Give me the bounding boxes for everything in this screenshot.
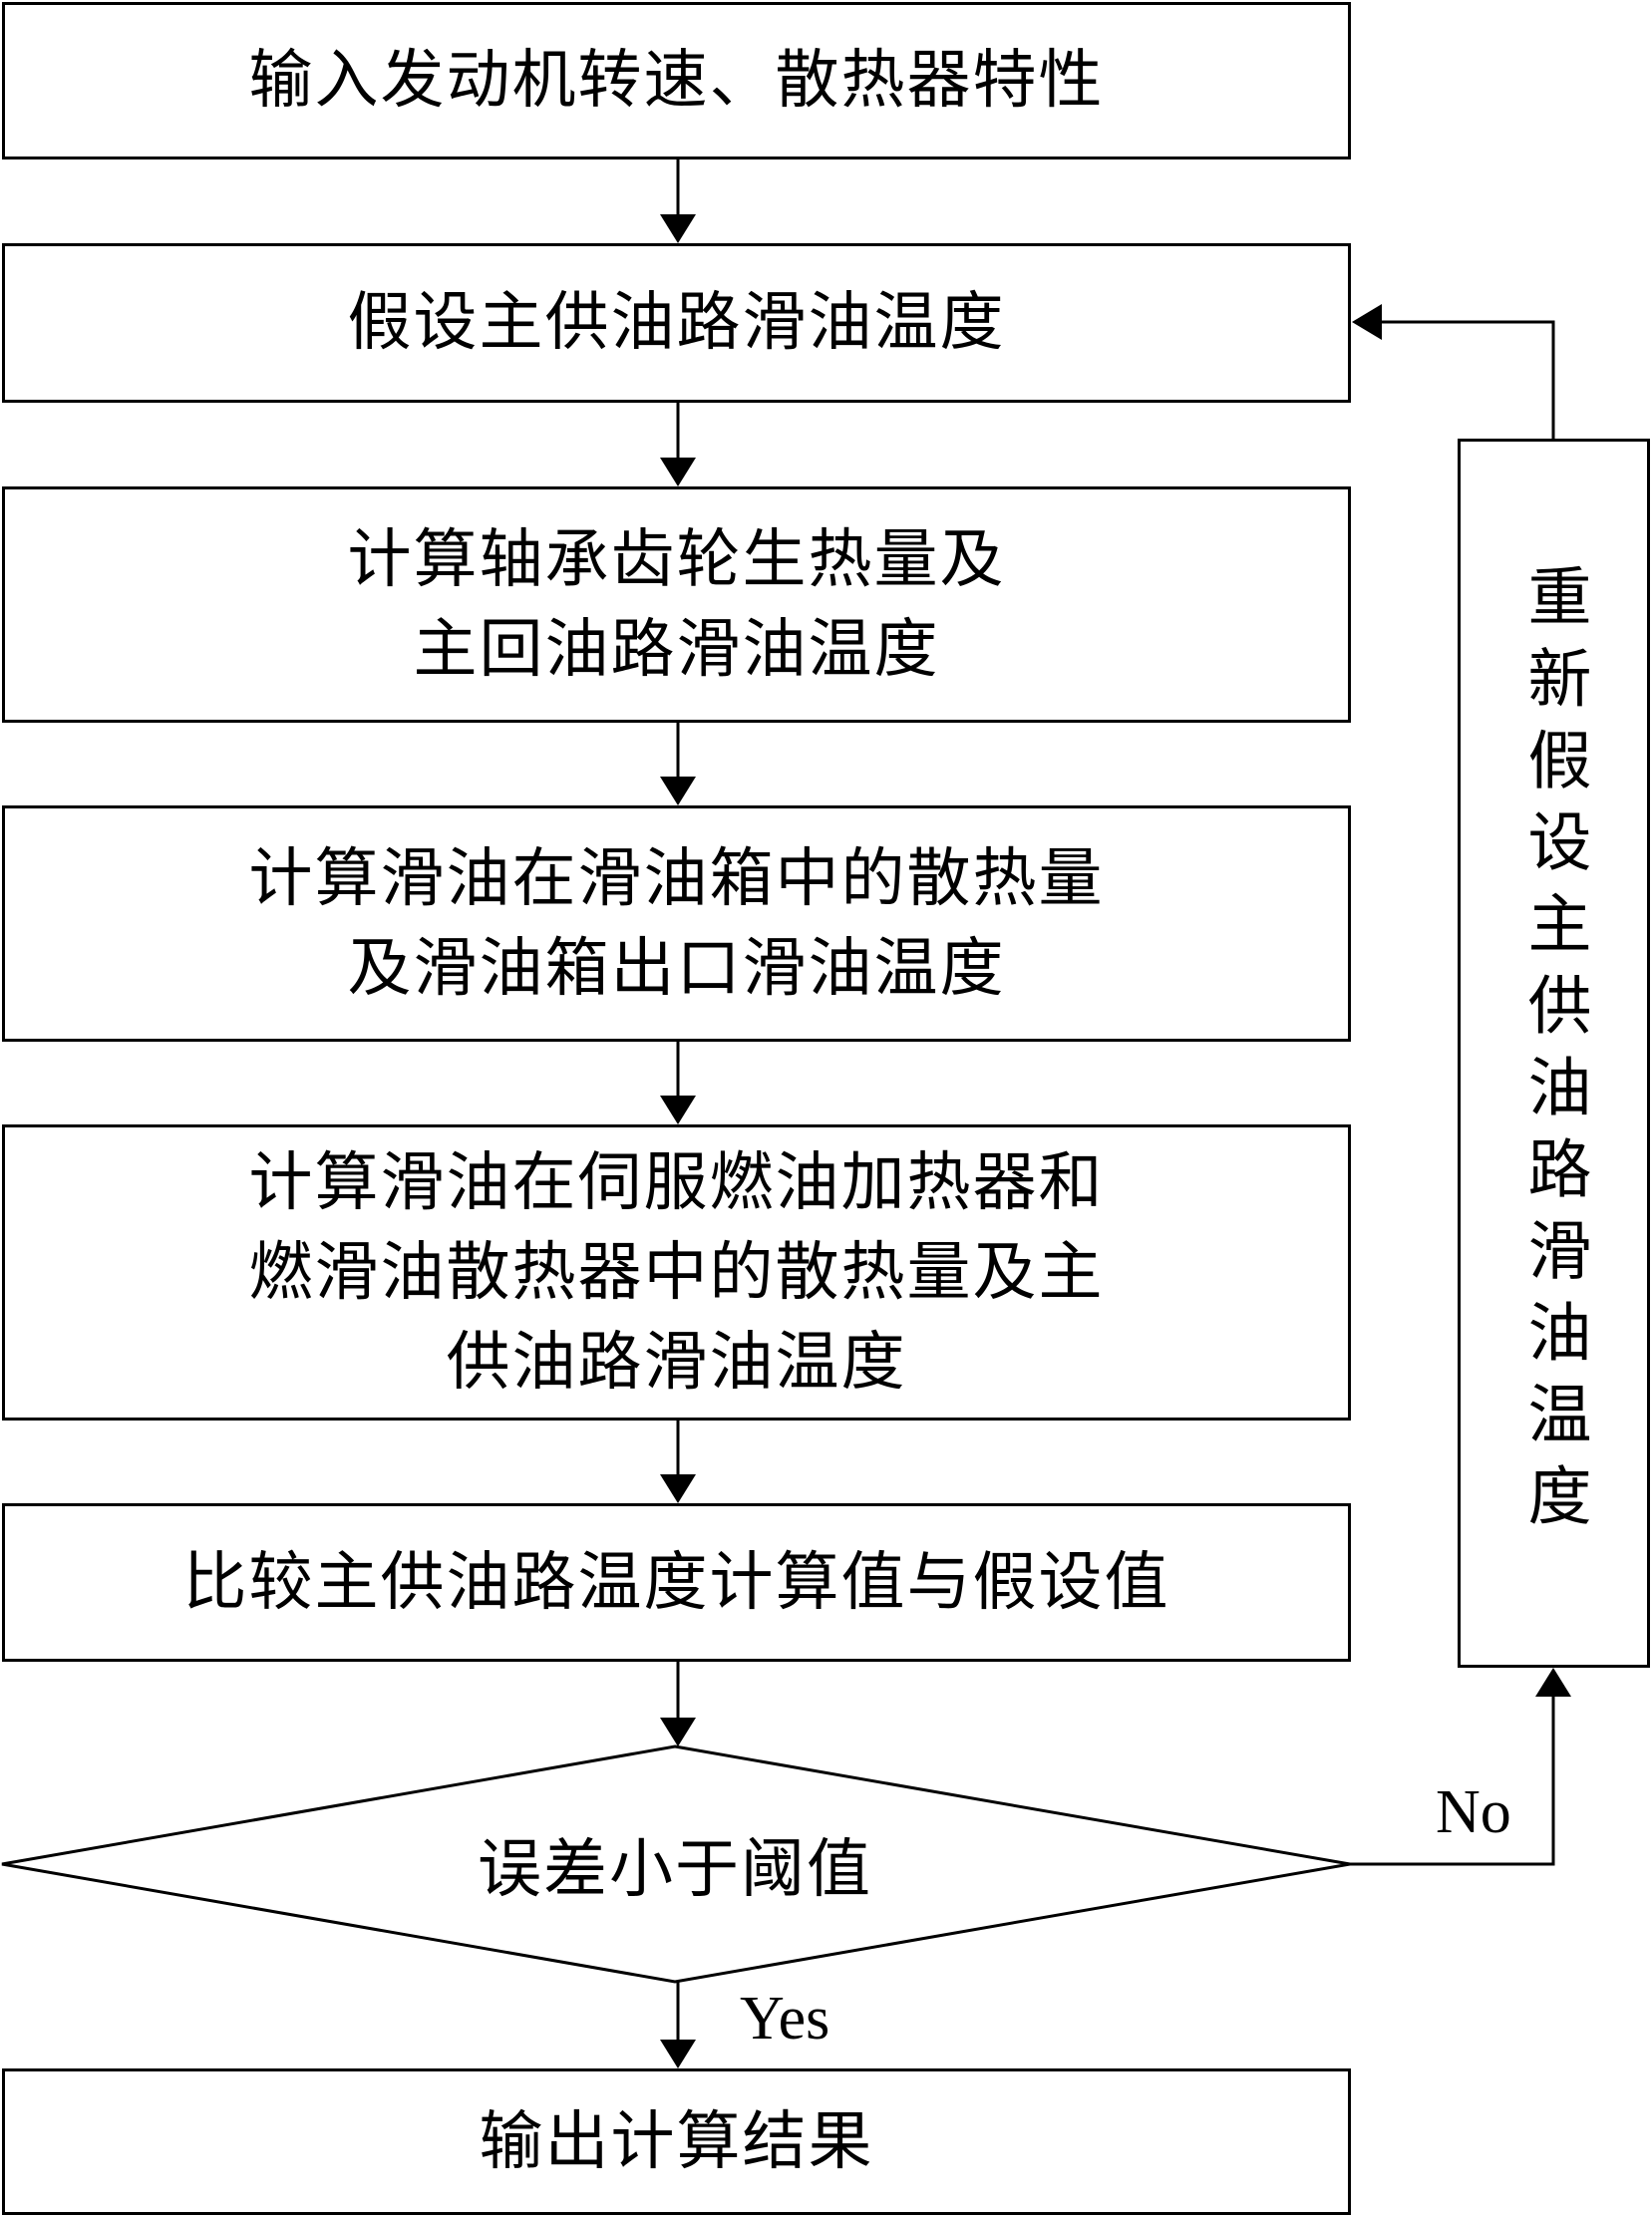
decision-diamond (1, 1744, 1351, 1984)
step-calc-tank-text: 计算滑油在滑油箱中的散热量 及滑油箱出口滑油温度 (249, 834, 1105, 1014)
step-output-box: 输出计算结果 (2, 2068, 1351, 2215)
step-calc-bearing-text: 计算轴承齿轮生热量及 主回油路滑油温度 (348, 515, 1006, 695)
connector-decision-no-to-feedback (1350, 1668, 1571, 1866)
step-calc-bearing-box: 计算轴承齿轮生热量及 主回油路滑油温度 (2, 486, 1351, 723)
step-calc-heaters-text: 计算滑油在伺服燃油加热器和 燃滑油散热器中的散热量及主 供油路滑油温度 (249, 1138, 1105, 1408)
step-calc-heaters-line-1: 计算滑油在伺服燃油加热器和 (248, 1145, 1105, 1220)
step-calc-heaters-line-2: 燃滑油散热器中的散热量及主 (248, 1235, 1105, 1310)
connector-calc-tank-to-calc-heaters (660, 1042, 696, 1124)
connector-feedback-to-assume (1352, 304, 1555, 439)
connector-compare-to-decision (660, 1662, 696, 1746)
step-calc-heaters-box: 计算滑油在伺服燃油加热器和 燃滑油散热器中的散热量及主 供油路滑油温度 (2, 1124, 1351, 1421)
step-calc-tank-box: 计算滑油在滑油箱中的散热量 及滑油箱出口滑油温度 (2, 805, 1351, 1042)
step-compare-line: 比较主供油路温度计算值与假设值 (182, 1545, 1170, 1620)
step-compare-box: 比较主供油路温度计算值与假设值 (2, 1503, 1351, 1662)
connector-calc-bearing-to-calc-tank (660, 723, 696, 805)
feedback-box: 重新假设主供油路滑油温度 (1458, 439, 1650, 1668)
connector-decision-to-output (660, 1982, 696, 2068)
step-compare-text: 比较主供油路温度计算值与假设值 (183, 1538, 1170, 1628)
step-input-box: 输入发动机转速、散热器特性 (2, 2, 1351, 159)
connector-assume-to-calc-bearing (660, 403, 696, 486)
decision-no-label: No (1436, 1778, 1511, 1846)
step-calc-heaters-line-3: 供油路滑油温度 (446, 1325, 907, 1400)
connector-input-to-assume (660, 159, 696, 243)
step-input-text: 输入发动机转速、散热器特性 (249, 36, 1105, 126)
step-calc-bearing-line-1: 计算轴承齿轮生热量及 (347, 522, 1006, 597)
step-calc-tank-line-1: 计算滑油在滑油箱中的散热量 (248, 841, 1105, 916)
step-output-line: 输出计算结果 (479, 2104, 874, 2179)
connector-calc-heaters-to-compare (660, 1421, 696, 1503)
step-calc-tank-line-2: 及滑油箱出口滑油温度 (347, 931, 1006, 1006)
step-output-text: 输出计算结果 (480, 2097, 874, 2187)
step-calc-bearing-line-2: 主回油路滑油温度 (413, 612, 940, 687)
step-input-line: 输入发动机转速、散热器特性 (248, 44, 1105, 118)
feedback-text: 重新假设主供油路滑油温度 (1516, 562, 1591, 1544)
step-assume-line: 假设主供油路滑油温度 (347, 286, 1006, 360)
step-assume-box: 假设主供油路滑油温度 (2, 243, 1351, 403)
decision-yes-label: Yes (740, 1985, 830, 2053)
step-assume-text: 假设主供油路滑油温度 (348, 278, 1006, 368)
decision-label: 误差小于阈值 (478, 1833, 872, 1907)
